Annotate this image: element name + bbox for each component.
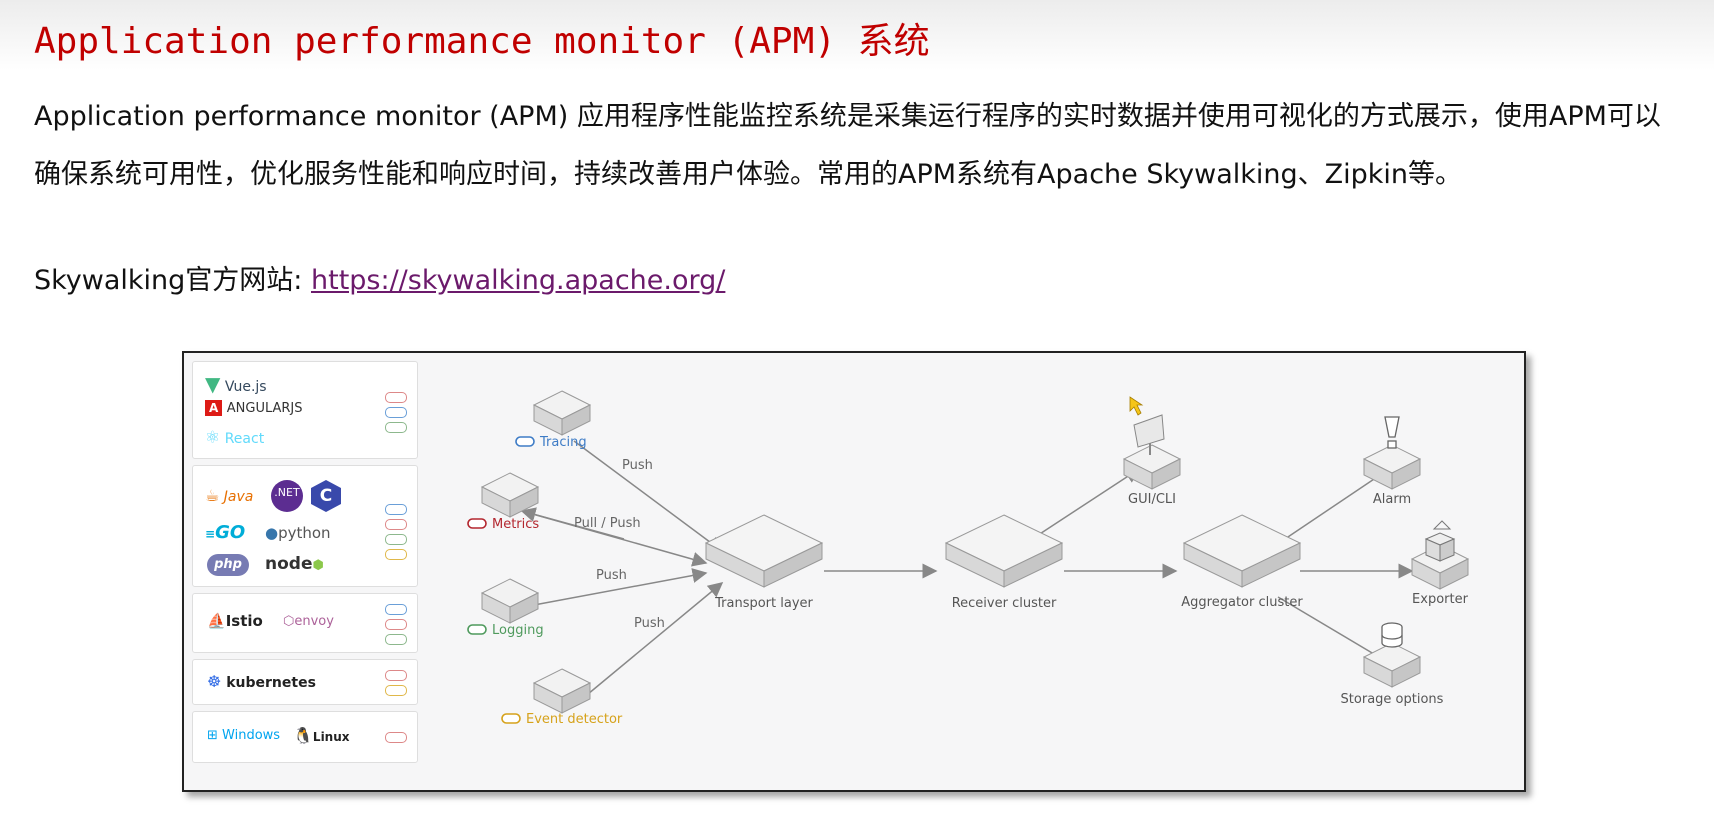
istio-label: Istio bbox=[225, 612, 263, 630]
python-label: python bbox=[278, 524, 331, 542]
c-icon: C bbox=[311, 480, 341, 512]
box-icon bbox=[1424, 520, 1456, 562]
logging-label: Logging bbox=[492, 623, 544, 638]
panel-os: ⊞ Windows 🐧Linux bbox=[192, 711, 418, 763]
kubernetes-icon: ☸ kubernetes bbox=[207, 672, 316, 691]
site-link[interactable]: https://skywalking.apache.org/ bbox=[311, 265, 726, 296]
istio-icon: ⛵Istio bbox=[207, 612, 263, 630]
pill bbox=[385, 670, 407, 681]
python-icon: ●python bbox=[265, 524, 331, 542]
site-label: Skywalking官方网站: bbox=[34, 265, 311, 296]
flow-svg: Push Pull / Push Push Push Tracing Metri… bbox=[467, 390, 1469, 727]
edge-aggregator-storage bbox=[1277, 596, 1391, 664]
pill bbox=[385, 732, 407, 743]
pill bbox=[385, 519, 407, 530]
pill bbox=[385, 392, 407, 403]
angular-label: ANGULARJS bbox=[226, 401, 303, 416]
gui-label: GUI/CLI bbox=[1128, 492, 1176, 507]
pill bbox=[385, 549, 407, 560]
edge-label-logging: Push bbox=[596, 568, 627, 583]
receiver-cluster-label: Receiver cluster bbox=[952, 596, 1057, 611]
database-icon bbox=[1381, 622, 1403, 648]
edge-label-event: Push bbox=[634, 616, 665, 631]
logging-pill bbox=[467, 624, 487, 635]
node-icon: node⬢ bbox=[265, 554, 324, 574]
pill bbox=[385, 504, 407, 515]
tracing-label: Tracing bbox=[539, 435, 587, 450]
edge-aggregator-alarm bbox=[1275, 468, 1391, 546]
tracing-pill bbox=[515, 436, 535, 447]
panel-languages: ☕ Java .NET C ≡GO ●python php node⬢ bbox=[192, 465, 418, 587]
edge-label-metrics: Pull / Push bbox=[574, 516, 641, 531]
alarm-node bbox=[1363, 444, 1421, 490]
windows-label: Windows bbox=[222, 728, 281, 743]
event-detector-label: Event detector bbox=[526, 712, 623, 727]
pill bbox=[385, 619, 407, 630]
dotnet-icon: .NET bbox=[271, 480, 303, 512]
logging-node bbox=[481, 578, 539, 624]
edge-metrics-back bbox=[520, 507, 625, 540]
kubernetes-label: kubernetes bbox=[226, 675, 316, 691]
metrics-node bbox=[481, 472, 539, 518]
c-label: C bbox=[319, 486, 333, 506]
storage-label: Storage options bbox=[1341, 692, 1444, 707]
react-icon: ⚛ React bbox=[205, 428, 265, 448]
java-label: Java bbox=[223, 489, 254, 505]
php-label: php bbox=[214, 557, 242, 572]
intro-paragraph: Application performance monitor (APM) 应用… bbox=[34, 101, 1661, 190]
dotnet-label: .NET bbox=[274, 486, 300, 499]
go-label: GO bbox=[215, 522, 246, 543]
transport-layer-node bbox=[705, 514, 823, 588]
vue-icon: ▼ Vue.js bbox=[205, 372, 267, 396]
panel-kubernetes: ☸ kubernetes bbox=[192, 659, 418, 705]
pill bbox=[385, 634, 407, 645]
storage-node bbox=[1363, 642, 1421, 688]
panel-service-mesh: ⛵Istio ⬡envoy bbox=[192, 593, 418, 653]
windows-icon: ⊞ Windows bbox=[207, 728, 281, 743]
php-icon: php bbox=[207, 554, 249, 576]
react-label: React bbox=[224, 431, 265, 447]
linux-icon: 🐧Linux bbox=[293, 726, 350, 745]
edge-label-tracing: Push bbox=[622, 458, 653, 473]
apm-architecture-diagram: ▼ Vue.js A ANGULARJS ⚛ React ☕ Java .NET… bbox=[182, 351, 1526, 792]
go-icon: ≡GO bbox=[205, 522, 246, 543]
receiver-cluster-node bbox=[945, 514, 1063, 588]
pill bbox=[385, 685, 407, 696]
envoy-icon: ⬡envoy bbox=[283, 614, 334, 629]
vue-label: Vue.js bbox=[224, 379, 267, 395]
alarm-icon bbox=[1384, 416, 1400, 449]
edge-event bbox=[581, 582, 724, 700]
pill bbox=[385, 422, 407, 433]
aggregator-cluster-label: Aggregator cluster bbox=[1181, 595, 1303, 610]
linux-label: Linux bbox=[312, 730, 350, 744]
official-site-line: Skywalking官方网站: https://skywalking.apach… bbox=[34, 258, 725, 297]
node-label: node bbox=[265, 554, 313, 574]
aggregator-cluster-node bbox=[1183, 514, 1301, 588]
alarm-label: Alarm bbox=[1373, 492, 1411, 507]
metrics-label: Metrics bbox=[492, 517, 539, 532]
pill bbox=[385, 407, 407, 418]
edge-tracing bbox=[573, 440, 724, 552]
pill bbox=[385, 604, 407, 615]
pill bbox=[385, 534, 407, 545]
tracing-node bbox=[533, 390, 591, 436]
event-detector-node bbox=[533, 668, 591, 714]
envoy-label: envoy bbox=[294, 614, 334, 629]
java-icon: ☕ Java bbox=[205, 486, 254, 505]
edge-receiver-gui bbox=[1025, 468, 1141, 544]
metrics-pill bbox=[467, 518, 487, 529]
edge-logging bbox=[533, 568, 708, 606]
transport-layer-label: Transport layer bbox=[714, 596, 813, 611]
gui-node bbox=[1123, 444, 1181, 490]
monitor-icon bbox=[1129, 396, 1165, 455]
exporter-label: Exporter bbox=[1412, 592, 1469, 607]
page-title: Application performance monitor (APM) 系统 bbox=[34, 21, 930, 62]
panel-frontend: ▼ Vue.js A ANGULARJS ⚛ React bbox=[192, 361, 418, 459]
event-detector-pill bbox=[501, 713, 521, 724]
angular-icon: A ANGULARJS bbox=[205, 400, 303, 416]
